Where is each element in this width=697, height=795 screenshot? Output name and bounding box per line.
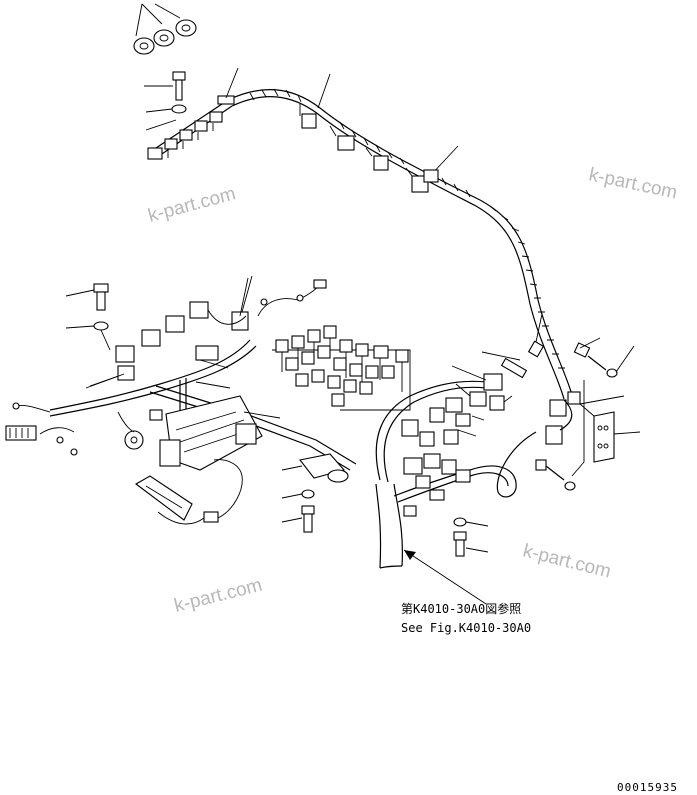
drawing-code: 00015935 [617, 781, 678, 794]
watermark-4: k-part.com [172, 575, 264, 617]
reference-arrow [403, 549, 487, 605]
lower-left-connectors [115, 277, 327, 421]
bolt-right [573, 337, 635, 378]
watermark-1: k-part.com [146, 183, 238, 227]
upper-leaders [225, 67, 459, 177]
grommet-set [133, 3, 197, 55]
controller-unit [117, 395, 263, 471]
bracket-right [579, 395, 641, 463]
upper-harness [227, 88, 573, 400]
lower-center-harness [375, 431, 537, 569]
reference-label-jp: 第K4010-30A0図参照 [401, 601, 521, 616]
watermark-3: k-part.com [521, 540, 613, 582]
bolt-upper [144, 71, 187, 131]
bolt-left [65, 283, 111, 351]
right-connectors [545, 391, 581, 445]
clamp-bottom-center [281, 453, 349, 533]
bolt-middle [481, 313, 545, 379]
center-right-cluster [375, 365, 513, 483]
upper-harness-connectors [299, 104, 439, 193]
reference-label-en: See Fig.K4010-30A0 [401, 621, 531, 635]
bracket-bottom-left [135, 459, 243, 525]
lower-left-leaders [85, 275, 281, 419]
bolt-lower-right [535, 380, 585, 491]
upper-left-connectors [147, 95, 235, 160]
relay-block [272, 325, 411, 411]
watermark-2: k-part.com [587, 164, 679, 203]
